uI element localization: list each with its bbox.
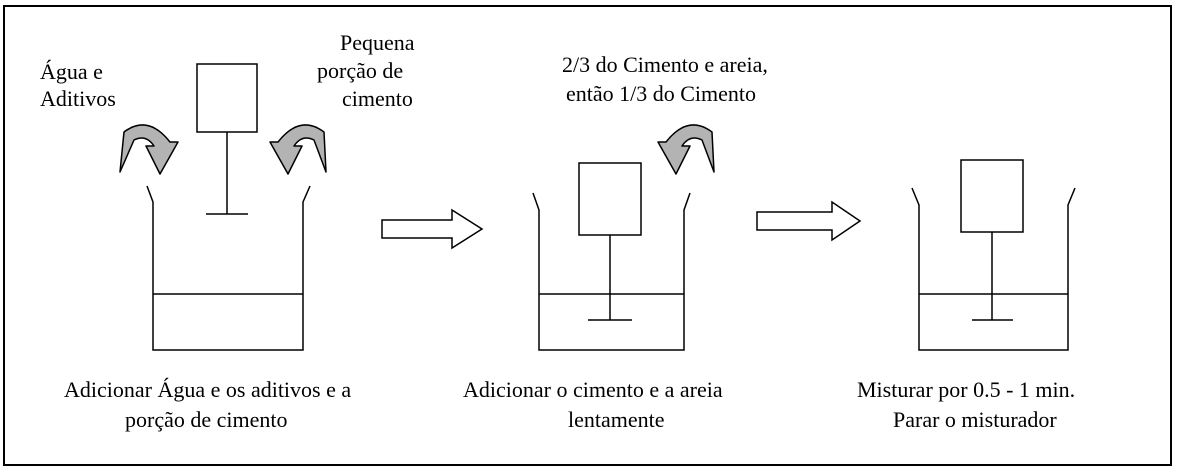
step2-top-label-line1: 2/3 do Cimento e areia, [562,52,768,77]
step2-caption-line2: lentamente [568,407,665,432]
step3-caption-line1: Misturar por 0.5 - 1 min. [857,377,1075,402]
curved-arrow-icon [119,124,179,175]
mixer [196,63,258,215]
step1-caption-line1: Adicionar Água e os aditivos e a [64,377,351,402]
mixer [960,159,1024,321]
step1-right-label-line2: porção de [317,58,403,83]
mixer [578,162,642,321]
step-2: 2/3 do Cimento e areia, então 1/3 do Cim… [463,52,768,432]
container [911,187,1076,351]
outline-right-arrow-icon [381,208,484,250]
container [532,192,691,351]
curved-arrow-icon [269,124,327,175]
outline-right-arrow-icon [756,200,862,242]
step2-caption-line1: Adicionar o cimento e a areia [463,377,723,402]
step1-right-label-line3: cimento [342,86,413,111]
curved-arrow-icon [657,124,715,175]
step-1: Água e Aditivos Pequena porção de ciment… [40,30,415,432]
step3-caption-line2: Parar o misturador [893,407,1057,432]
step1-right-label-line1: Pequena [340,30,415,55]
diagram-frame [3,5,1172,466]
container [146,185,311,351]
step-3: Misturar por 0.5 - 1 min. Parar o mistur… [857,159,1076,432]
step1-caption-line2: porção de cimento [125,407,288,432]
step2-top-label-line2: então 1/3 do Cimento [566,81,756,106]
step1-left-label-line1: Água e [40,59,103,84]
step1-left-label-line2: Aditivos [40,86,116,111]
